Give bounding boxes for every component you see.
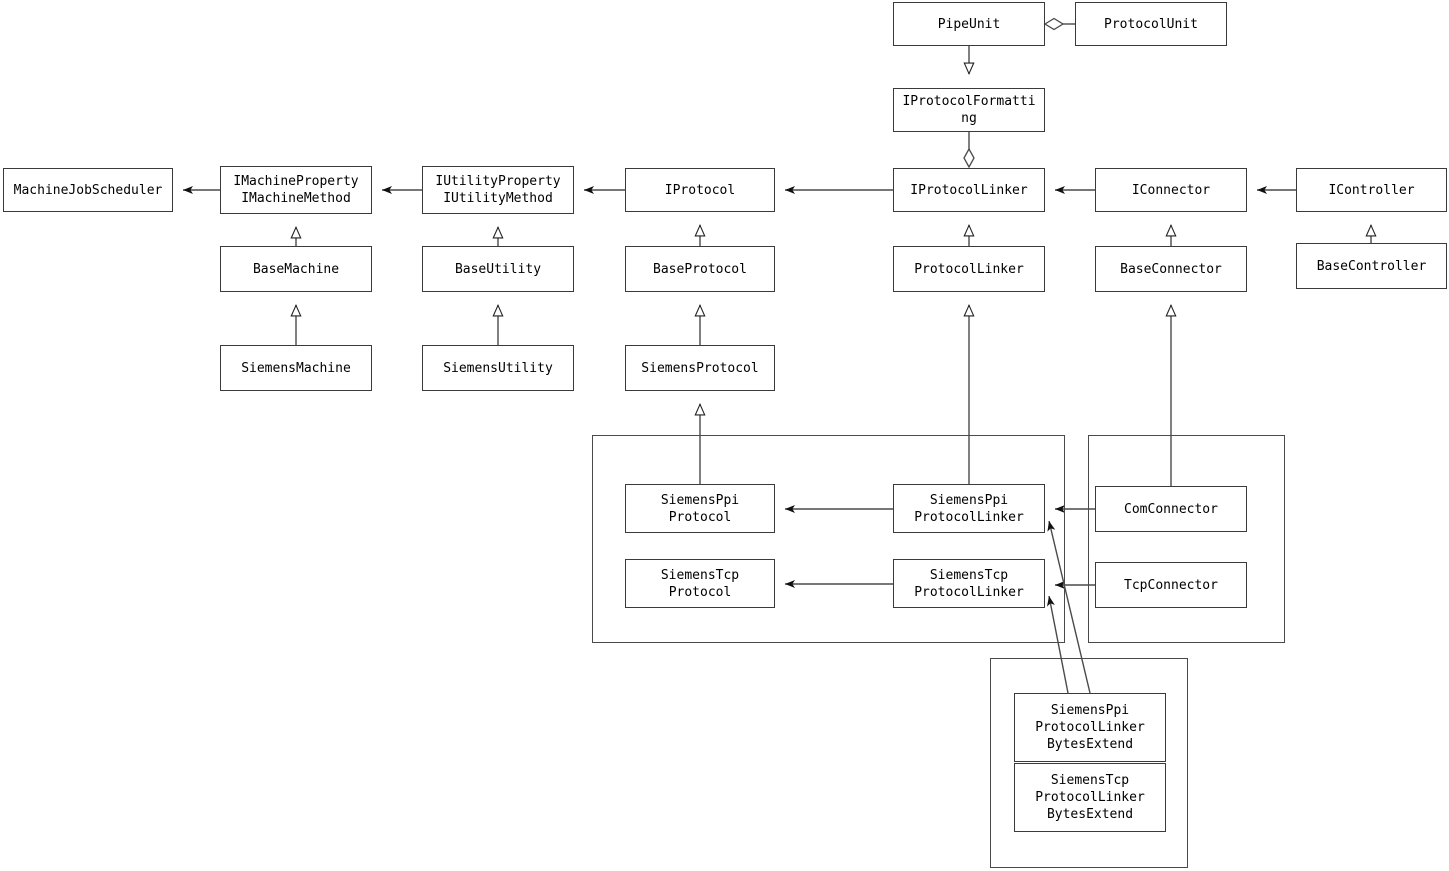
- class-label-iprotocol: IProtocol: [664, 182, 736, 198]
- aggregation-diamond-iprotocollinker: [963, 147, 975, 169]
- aggregation-diamond-pipeunit: [1043, 17, 1065, 31]
- class-box-machine-job-scheduler[interactable]: MachineJobScheduler: [3, 168, 173, 212]
- group-protocol-impl: [592, 435, 1065, 643]
- class-label-base-utility: BaseUtility: [454, 261, 542, 277]
- class-label-siemens-ppi-protocol: SiemensPpi Protocol: [660, 492, 740, 525]
- class-box-siemens-utility[interactable]: SiemensUtility: [422, 345, 574, 391]
- class-label-protocol-linker: ProtocolLinker: [914, 261, 1024, 277]
- class-box-pipe-unit[interactable]: PipeUnit: [893, 2, 1045, 46]
- class-box-siemens-ppi-protocol[interactable]: SiemensPpi Protocol: [625, 484, 775, 533]
- class-box-siemens-protocol[interactable]: SiemensProtocol: [625, 345, 775, 391]
- class-box-imachine-property[interactable]: IMachineProperty IMachineMethod: [220, 166, 372, 214]
- class-label-iprotocol-formatting: IProtocolFormatti ng: [902, 94, 1036, 126]
- class-box-siemens-tcp-protocol-linker-bytes-extend[interactable]: SiemensTcp ProtocolLinker BytesExtend: [1014, 763, 1166, 832]
- class-box-iprotocol-formatting[interactable]: IProtocolFormatti ng: [893, 88, 1045, 132]
- class-label-iconnector: IConnector: [1131, 182, 1211, 198]
- class-label-siemens-machine: SiemensMachine: [241, 360, 351, 376]
- class-label-siemens-tcp-protocol-linker: SiemensTcp ProtocolLinker: [914, 567, 1024, 600]
- class-label-siemens-tcp-protocol: SiemensTcp Protocol: [660, 567, 740, 600]
- class-label-base-controller: BaseController: [1316, 258, 1427, 274]
- class-box-iprotocol-linker[interactable]: IProtocolLinker: [893, 168, 1045, 212]
- class-box-iconnector[interactable]: IConnector: [1095, 168, 1247, 212]
- class-box-siemens-ppi-protocol-linker[interactable]: SiemensPpi ProtocolLinker: [893, 484, 1045, 533]
- class-box-icontroller[interactable]: IController: [1296, 168, 1447, 212]
- class-box-siemens-ppi-protocol-linker-bytes-extend[interactable]: SiemensPpi ProtocolLinker BytesExtend: [1014, 693, 1166, 762]
- class-box-base-protocol[interactable]: BaseProtocol: [625, 246, 775, 292]
- class-label-siemens-ppi-protocol-linker: SiemensPpi ProtocolLinker: [914, 492, 1024, 525]
- class-label-iprotocol-linker: IProtocolLinker: [910, 182, 1028, 198]
- class-box-com-connector[interactable]: ComConnector: [1095, 486, 1247, 532]
- class-label-siemens-protocol: SiemensProtocol: [641, 360, 759, 376]
- class-label-base-connector: BaseConnector: [1120, 261, 1222, 277]
- class-box-tcp-connector[interactable]: TcpConnector: [1095, 562, 1247, 608]
- class-label-com-connector: ComConnector: [1124, 501, 1218, 517]
- class-label-protocol-unit: ProtocolUnit: [1104, 16, 1198, 32]
- class-box-base-controller[interactable]: BaseController: [1296, 243, 1447, 289]
- class-box-base-utility[interactable]: BaseUtility: [422, 246, 574, 292]
- class-label-iutility-property: IUtilityProperty IUtilityMethod: [435, 174, 561, 206]
- class-box-iprotocol[interactable]: IProtocol: [625, 168, 775, 212]
- class-box-siemens-tcp-protocol[interactable]: SiemensTcp Protocol: [625, 559, 775, 608]
- group-connector-impl: [1088, 435, 1285, 643]
- class-box-protocol-unit[interactable]: ProtocolUnit: [1075, 2, 1227, 46]
- class-label-machine-job-scheduler: MachineJobScheduler: [13, 182, 163, 198]
- class-box-siemens-tcp-protocol-linker[interactable]: SiemensTcp ProtocolLinker: [893, 559, 1045, 608]
- class-box-iutility-property[interactable]: IUtilityProperty IUtilityMethod: [422, 166, 574, 214]
- class-label-base-machine: BaseMachine: [252, 261, 340, 277]
- class-label-pipe-unit: PipeUnit: [937, 16, 1001, 32]
- class-box-base-machine[interactable]: BaseMachine: [220, 246, 372, 292]
- class-box-base-connector[interactable]: BaseConnector: [1095, 246, 1247, 292]
- class-label-icontroller: IController: [1328, 182, 1415, 198]
- class-label-siemens-utility: SiemensUtility: [443, 360, 553, 376]
- class-label-siemens-ppi-protocol-linker-bytes-extend: SiemensPpi ProtocolLinker BytesExtend: [1035, 703, 1145, 752]
- class-label-tcp-connector: TcpConnector: [1124, 577, 1218, 593]
- class-box-protocol-linker[interactable]: ProtocolLinker: [893, 246, 1045, 292]
- class-label-base-protocol: BaseProtocol: [653, 261, 747, 277]
- class-box-siemens-machine[interactable]: SiemensMachine: [220, 345, 372, 391]
- class-label-imachine-property: IMachineProperty IMachineMethod: [233, 174, 359, 206]
- class-label-siemens-tcp-protocol-linker-bytes-extend: SiemensTcp ProtocolLinker BytesExtend: [1035, 773, 1145, 822]
